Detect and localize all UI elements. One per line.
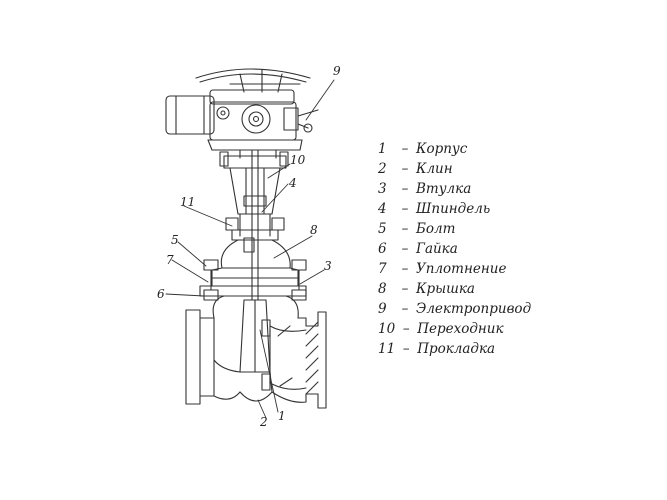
electric-actuator <box>165 68 319 159</box>
callout-9: 9 <box>333 64 341 78</box>
legend-item: 3–Втулка <box>378 179 531 199</box>
legend-number: 3 <box>378 181 387 197</box>
legend-number: 9 <box>378 301 387 317</box>
legend-number: 8 <box>378 281 387 297</box>
legend-label: Переходник <box>417 321 504 337</box>
legend-item: 4–Шпиндель <box>378 199 531 219</box>
legend-number: 6 <box>378 241 387 257</box>
legend-number: 10 <box>378 321 396 337</box>
legend-dash: – <box>401 181 409 197</box>
legend-dash: – <box>401 141 409 157</box>
callout-8: 8 <box>310 223 318 237</box>
legend-dash: – <box>401 281 409 297</box>
parts-legend: 1–Корпус 2–Клин 3–Втулка 4–Шпиндель 5–Бо… <box>378 139 531 359</box>
legend-dash: – <box>402 341 410 357</box>
legend-item: 1–Корпус <box>378 139 531 159</box>
legend-item: 5–Болт <box>378 219 531 239</box>
legend-label: Втулка <box>416 181 472 197</box>
legend-dash: – <box>402 321 410 337</box>
legend-number: 4 <box>378 201 387 217</box>
legend-item: 11–Прокладка <box>378 339 531 359</box>
callout-5: 5 <box>171 233 179 247</box>
legend-dash: – <box>401 161 409 177</box>
legend-number: 7 <box>378 261 387 277</box>
legend-dash: – <box>401 261 409 277</box>
legend-number: 1 <box>378 141 387 157</box>
legend-label: Уплотнение <box>416 261 507 277</box>
legend-number: 11 <box>378 341 396 357</box>
legend-item: 7–Уплотнение <box>378 259 531 279</box>
legend-item: 8–Крышка <box>378 279 531 299</box>
callout-1: 1 <box>278 409 286 423</box>
bonnet <box>199 239 307 301</box>
legend-label: Корпус <box>416 141 468 157</box>
legend-label: Болт <box>416 221 456 237</box>
callout-10: 10 <box>290 153 306 167</box>
legend-item: 9–Электропривод <box>378 299 531 319</box>
legend-label: Клин <box>416 161 453 177</box>
legend-number: 2 <box>378 161 387 177</box>
legend-number: 5 <box>378 221 387 237</box>
legend-item: 6–Гайка <box>378 239 531 259</box>
callout-numbers: 1 2 3 4 5 6 7 8 9 10 11 <box>157 64 341 429</box>
legend-dash: – <box>401 301 409 317</box>
legend-label: Электропривод <box>416 301 532 317</box>
legend-item: 2–Клин <box>378 159 531 179</box>
legend-dash: – <box>401 241 409 257</box>
legend-dash: – <box>401 201 409 217</box>
callout-3: 3 <box>324 259 332 273</box>
callout-7: 7 <box>166 253 174 267</box>
callout-2: 2 <box>259 415 268 429</box>
callout-4: 4 <box>288 176 297 190</box>
legend-item: 10–Переходник <box>378 319 531 339</box>
spindle <box>225 149 285 301</box>
adapter <box>219 151 289 215</box>
leader-lines <box>165 79 335 419</box>
legend-dash: – <box>401 221 409 237</box>
legend-label: Гайка <box>416 241 458 257</box>
legend-label: Крышка <box>416 281 475 297</box>
legend-label: Шпиндель <box>416 201 491 217</box>
valve-body <box>185 295 327 409</box>
legend-label: Прокладка <box>417 341 496 357</box>
callout-6: 6 <box>157 287 165 301</box>
callout-11: 11 <box>180 195 195 209</box>
